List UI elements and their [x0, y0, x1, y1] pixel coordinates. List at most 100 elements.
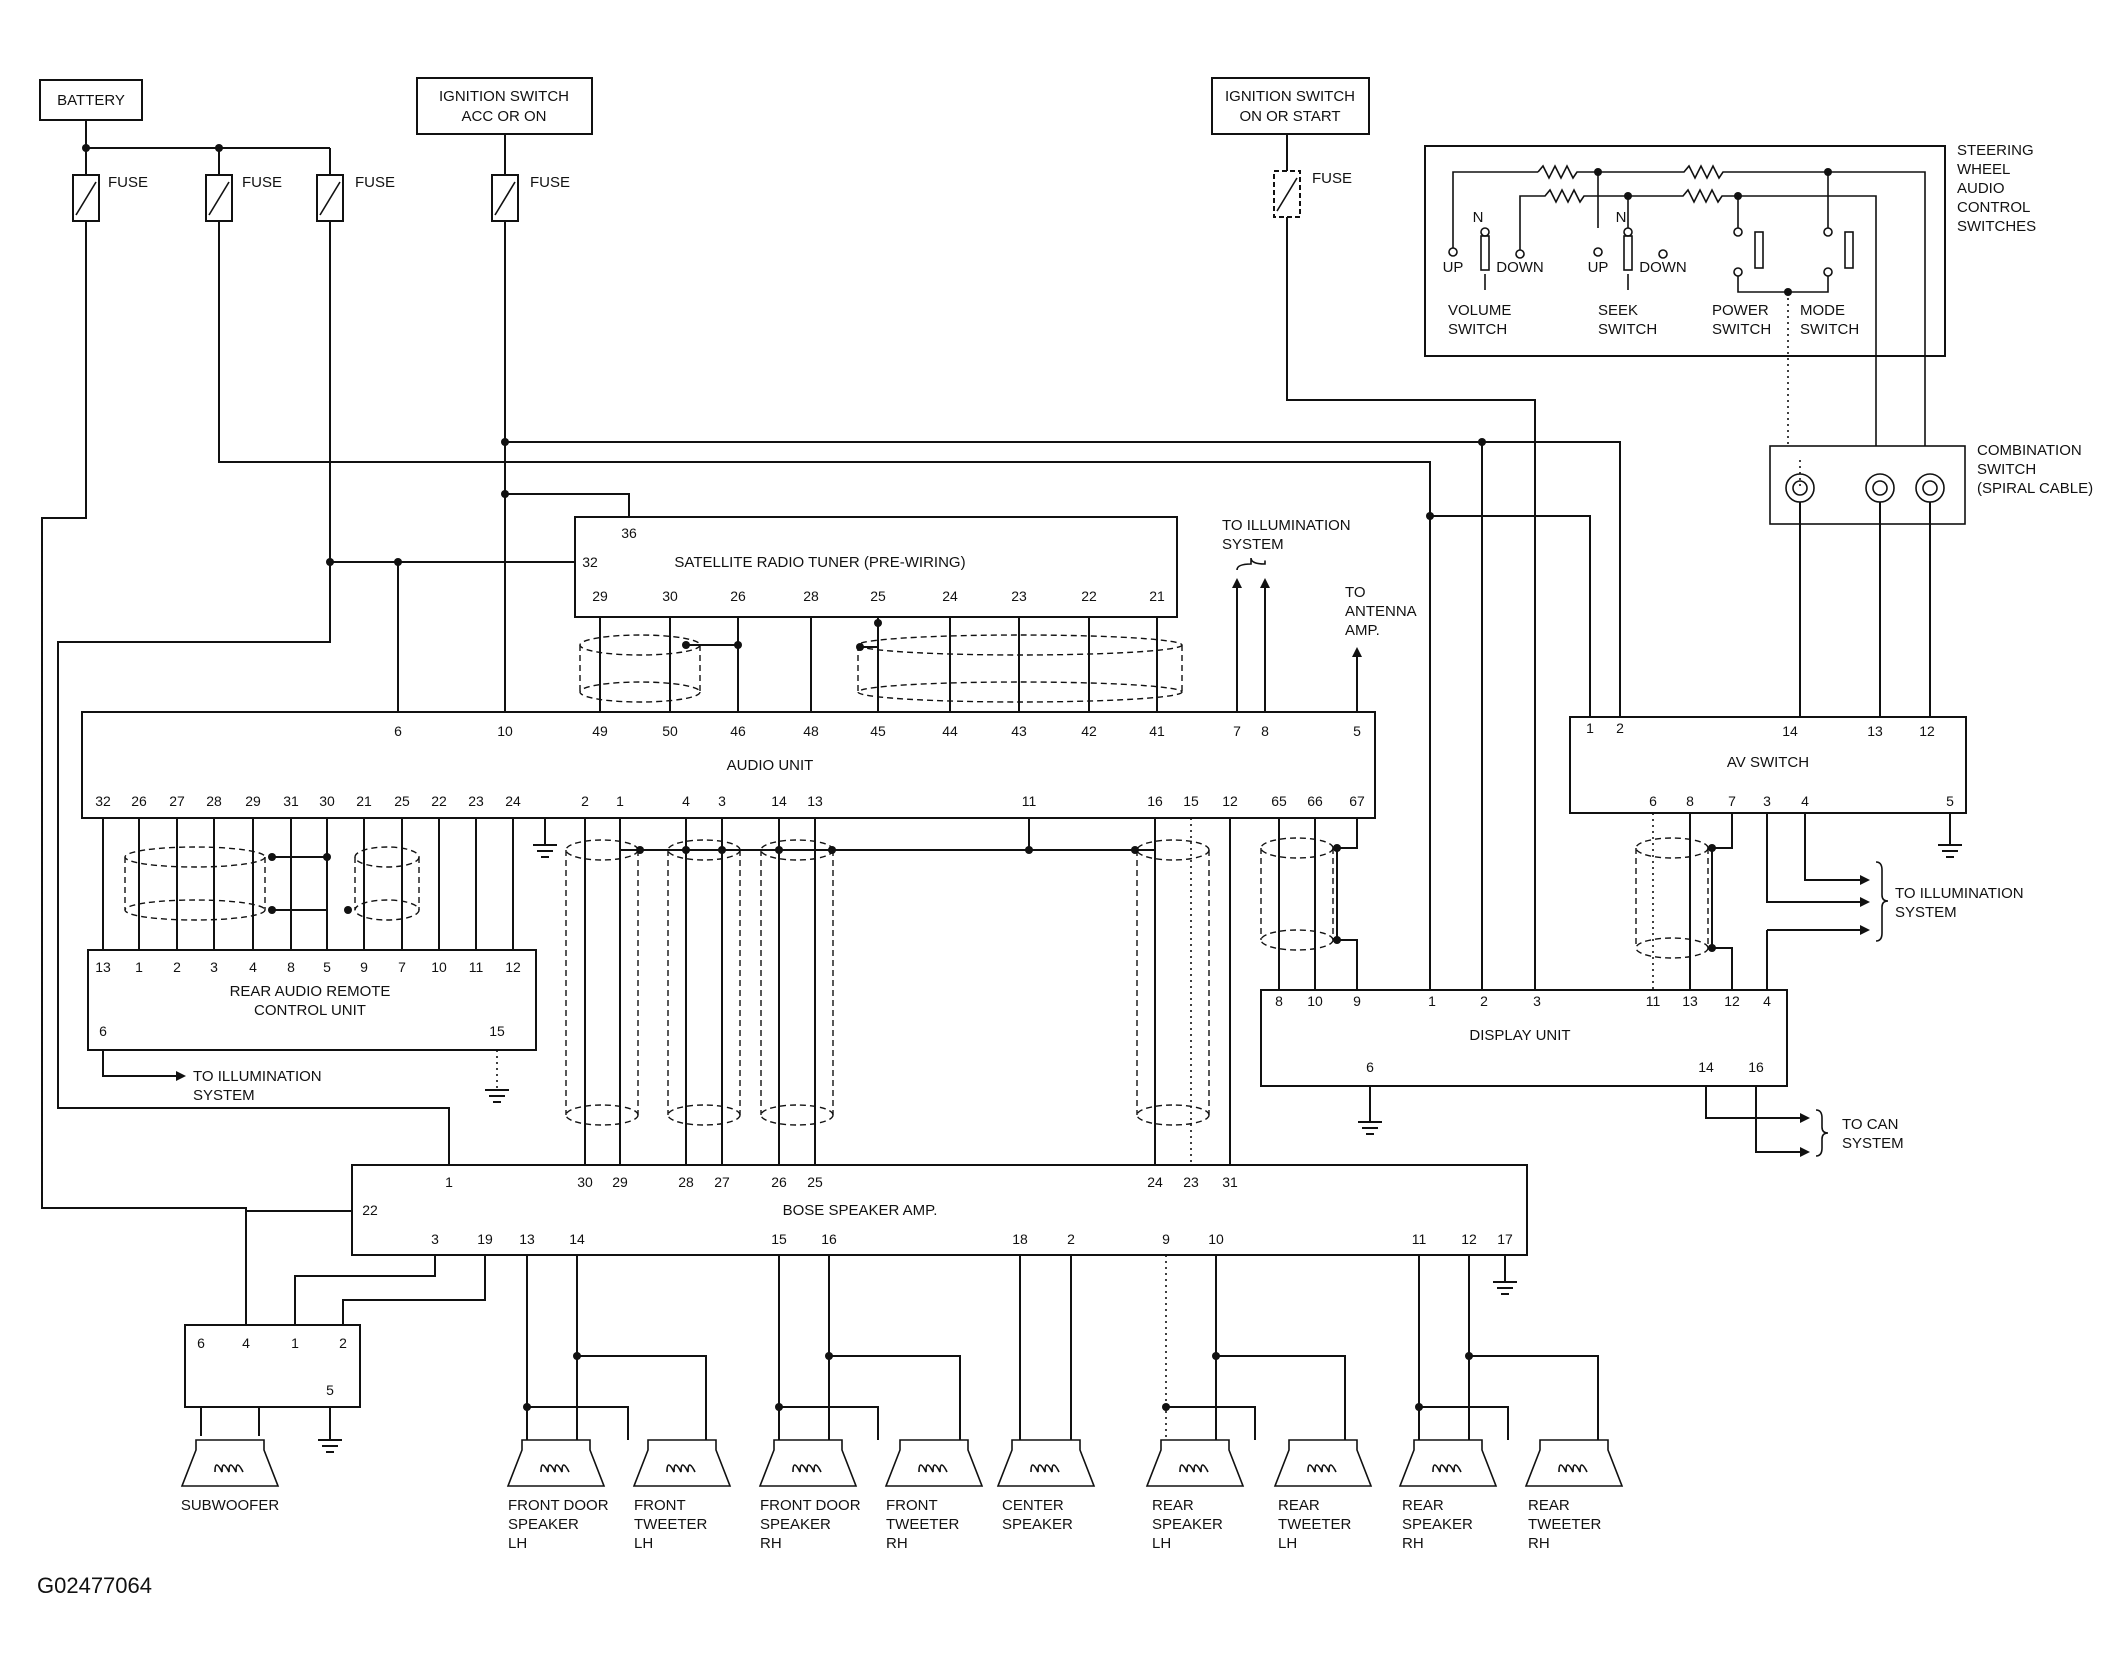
- steering-label-3: AUDIO: [1957, 180, 2005, 197]
- ft-lh-label-1: FRONT: [634, 1497, 686, 1514]
- display-pin: 16: [1748, 1059, 1764, 1075]
- battery-source: BATTERY: [39, 79, 143, 121]
- bose-pin: 12: [1461, 1231, 1477, 1247]
- shield-amp-4: [1136, 839, 1210, 1126]
- bose-pin: 3: [431, 1231, 439, 1247]
- av-pin: 1: [1586, 720, 1594, 736]
- rear-audio-remote-unit: REAR AUDIO REMOTE CONTROL UNIT 13 1 2 3 …: [87, 949, 537, 1051]
- bose-pin: 14: [569, 1231, 585, 1247]
- speaker-icon: [632, 1439, 732, 1487]
- sat-pin: 21: [1149, 588, 1165, 604]
- bose-pin: 13: [519, 1231, 535, 1247]
- audio-unit-title: AUDIO UNIT: [727, 757, 814, 774]
- display-pin: 6: [1366, 1059, 1374, 1075]
- speaker-rear-tweeter-lh: REAR TWEETER LH: [1273, 1439, 1373, 1552]
- shield-display-2: [1635, 837, 1709, 959]
- audio-pin: 31: [283, 793, 299, 809]
- sub-box-pin: 2: [339, 1335, 347, 1351]
- bose-pin: 22: [362, 1202, 378, 1218]
- speaker-center: CENTER SPEAKER: [996, 1439, 1096, 1533]
- audio-pin: 10: [497, 723, 513, 739]
- audio-pin: 27: [169, 793, 185, 809]
- ft-rh-label-2: TWEETER: [886, 1516, 959, 1533]
- rt-lh-label-2: TWEETER: [1278, 1516, 1351, 1533]
- rear-pin: 15: [489, 1023, 505, 1039]
- display-unit: DISPLAY UNIT 8 10 9 1 2 3 11 13 12 4 6 1…: [1260, 989, 1788, 1087]
- audio-pin: 22: [431, 793, 447, 809]
- av-pin: 14: [1782, 723, 1798, 739]
- steering-label-5: SWITCHES: [1957, 218, 2036, 235]
- display-pin: 12: [1724, 993, 1740, 1009]
- audio-pin: 28: [206, 793, 222, 809]
- sat-pin: 24: [942, 588, 958, 604]
- display-pin: 9: [1353, 993, 1361, 1009]
- antenna-label-3: AMP.: [1345, 622, 1380, 639]
- illum-top-label-2: SYSTEM: [1222, 536, 1284, 553]
- audio-pin: 12: [1222, 793, 1238, 809]
- audio-pin: 44: [942, 723, 958, 739]
- rear-illumination-note: TO ILLUMINATION SYSTEM: [102, 1050, 322, 1104]
- shield-sat-1: [579, 634, 701, 703]
- audio-pin: 2: [581, 793, 589, 809]
- ignition-acc-label-2: ACC OR ON: [461, 108, 546, 125]
- rs-lh-label-2: SPEAKER: [1152, 1516, 1223, 1533]
- audio-pin: 29: [245, 793, 261, 809]
- ignition-start-label-1: IGNITION SWITCH: [1225, 88, 1355, 105]
- speaker-icon: [180, 1439, 280, 1487]
- display-pin: 4: [1763, 993, 1771, 1009]
- bose-pin: 24: [1147, 1174, 1163, 1190]
- volume-n-label: N: [1473, 209, 1484, 226]
- audio-pin: 21: [356, 793, 372, 809]
- display-pin: 10: [1307, 993, 1323, 1009]
- sat-pin: 36: [621, 525, 637, 541]
- rear-pin: 10: [431, 959, 447, 975]
- speaker-icon: [758, 1439, 858, 1487]
- av-switch: AV SWITCH 1 2 14 13 12 6 8 7 3 4 5: [1569, 716, 1967, 814]
- speaker-icon: [1524, 1439, 1624, 1487]
- audio-pin: 30: [319, 793, 335, 809]
- fuse-2-label: FUSE: [242, 174, 282, 191]
- steering-switches: N N UP DOWN UP DOWN VOLUME SWITCH SEEK S…: [1424, 145, 1946, 460]
- sat-pin: 32: [582, 554, 598, 570]
- audio-pin: 8: [1261, 723, 1269, 739]
- speaker-icon: [1145, 1439, 1245, 1487]
- fuse-1: FUSE: [72, 148, 148, 222]
- bose-pin: 1: [445, 1174, 453, 1190]
- audio-pin: 1: [616, 793, 624, 809]
- bose-speaker-amp: BOSE SPEAKER AMP. 1 30 29 28 27 26 25 24…: [351, 1164, 1528, 1256]
- antenna-note: TO ANTENNA AMP.: [1345, 584, 1417, 717]
- ft-rh-label-1: FRONT: [886, 1497, 938, 1514]
- audio-pin: 14: [771, 793, 787, 809]
- bose-pin: 26: [771, 1174, 787, 1190]
- sat-pin: 26: [730, 588, 746, 604]
- audio-pin: 23: [468, 793, 484, 809]
- illumination-note-top: TO ILLUMINATION SYSTEM: [1222, 517, 1351, 717]
- fuse-3-label: FUSE: [355, 174, 395, 191]
- audio-pin: 15: [1183, 793, 1199, 809]
- rear-pin: 11: [469, 959, 484, 975]
- antenna-label-1: TO: [1345, 584, 1366, 601]
- rear-pin: 4: [249, 959, 257, 975]
- bose-amp-title: BOSE SPEAKER AMP.: [783, 1202, 938, 1219]
- av-pin: 12: [1919, 723, 1935, 739]
- sat-pin: 29: [592, 588, 608, 604]
- bose-pin: 9: [1162, 1231, 1170, 1247]
- shield-sat-2: [857, 634, 1183, 703]
- av-illum-label-2: SYSTEM: [1895, 904, 1957, 921]
- shield-amp-2: [667, 839, 741, 1126]
- steering-label-4: CONTROL: [1957, 199, 2030, 216]
- rear-unit-title-2: CONTROL UNIT: [254, 1002, 366, 1019]
- volume-switch-label-2: SWITCH: [1448, 321, 1507, 338]
- power-switch-label-1: POWER: [1712, 302, 1769, 319]
- bose-pin: 16: [821, 1231, 837, 1247]
- audio-pin: 67: [1349, 793, 1365, 809]
- sat-pin: 28: [803, 588, 819, 604]
- audio-pin: 11: [1022, 793, 1037, 809]
- can-label-1: TO CAN: [1842, 1116, 1898, 1133]
- av-pin: 13: [1867, 723, 1883, 739]
- sat-pin: 25: [870, 588, 886, 604]
- audio-pin: 32: [95, 793, 111, 809]
- steering-label-2: WHEEL: [1957, 161, 2010, 178]
- ignition-start-label-2: ON OR START: [1239, 108, 1340, 125]
